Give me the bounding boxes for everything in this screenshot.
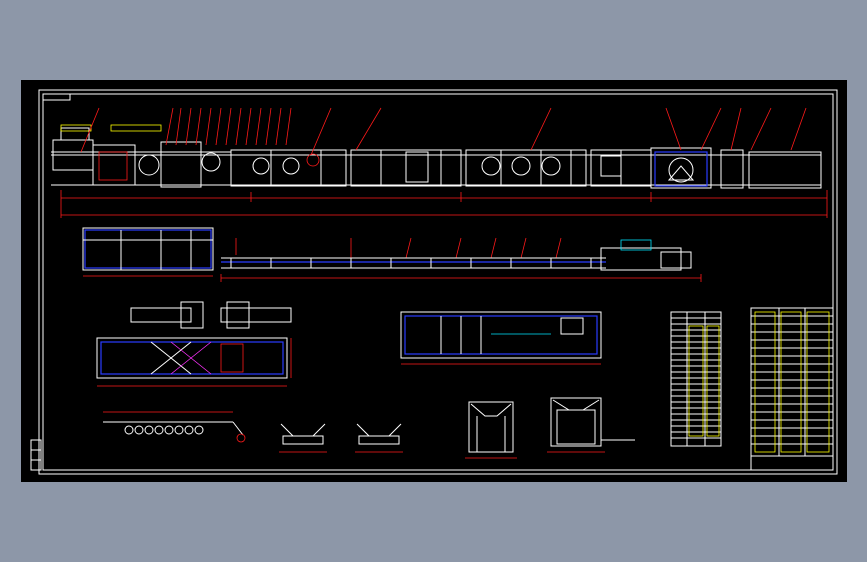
- side-view: [400, 311, 602, 365]
- drive-section-2: [547, 397, 635, 453]
- cross-section-2: [355, 423, 403, 453]
- drive-section-1: [465, 401, 517, 459]
- sheet-frame: [30, 89, 838, 475]
- belt-line: [82, 227, 702, 282]
- plan-view: [96, 301, 292, 387]
- drawing-sheet: [30, 89, 838, 475]
- cross-section-1: [279, 423, 327, 453]
- cad-drawing-canvas[interactable]: [21, 80, 847, 482]
- title-block: [750, 307, 834, 471]
- callout-leaders: [80, 107, 807, 259]
- idler-row: [103, 411, 246, 443]
- parts-list: [670, 311, 722, 447]
- main-elevation: [51, 124, 828, 218]
